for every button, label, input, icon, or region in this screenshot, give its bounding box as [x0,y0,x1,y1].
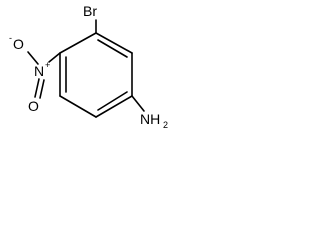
bond-c3-amine [131,95,145,112]
nitro-nitrogen-label: N [34,63,44,79]
bromine-label: Br [83,3,97,19]
bond-nitro-oxygen-bottom-a [34,78,40,98]
ring-double-bond-c1-c2 [97,39,128,58]
ring-bond-c3-c4 [95,95,133,118]
nitro-oxygen-top-label: O [13,36,24,52]
bond-nitro-oxygen-bottom-b [39,79,45,99]
ring-bond-c1-c2 [95,32,133,54]
structure-canvas: Br O - N + O NH 2 [0,0,174,158]
ring-bond-c4-c5 [59,95,97,118]
bond-nitro-oxygen-top [27,51,39,65]
nitro-oxygen-bottom-label: O [28,98,39,114]
ring-bond-c6-c1 [59,32,97,54]
nitro-oxygen-charge: - [9,33,12,43]
nitro-nitrogen-charge: + [45,60,50,70]
molecule-structure: Br O - N + O NH 2 [9,3,168,130]
ring-double-bond-c3-c4 [97,91,128,111]
bond-c6-nitro [48,52,61,63]
amine-subscript: 2 [163,120,168,130]
amine-label: NH [140,111,160,127]
